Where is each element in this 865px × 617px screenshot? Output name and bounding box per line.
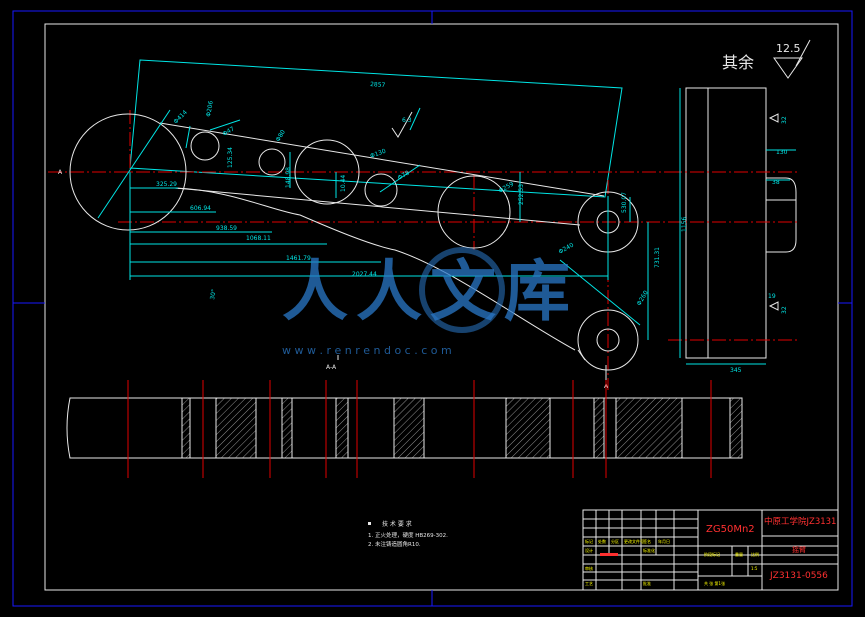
dim-d6: Φ259 bbox=[498, 180, 516, 194]
rest-surface-label: 其余 bbox=[722, 53, 754, 72]
dim-h1: 125.34 bbox=[227, 147, 234, 168]
watermark-logo-ring bbox=[419, 247, 505, 333]
tech-notes: 技 术 要 求 1. 正火处理，硬度 HB269-302. 2. 未注铸造圆角R… bbox=[368, 520, 448, 548]
tb-approve: 批准 bbox=[643, 580, 651, 586]
dim-roughness-top: 6.3 bbox=[402, 117, 412, 124]
dim-side-w4: 32 bbox=[781, 306, 788, 314]
tb-sheet: 共 张 第1张 bbox=[704, 580, 725, 586]
tb-stage: 阶段标记 bbox=[704, 551, 720, 557]
dim-d5: Φ78 bbox=[397, 169, 411, 181]
tb-mark: 标记 bbox=[585, 538, 593, 544]
tb-drawing-no: JZ3131-0556 bbox=[769, 571, 828, 581]
tb-material: ZG50Mn2 bbox=[706, 524, 755, 535]
dim-side-top: 32 bbox=[781, 116, 788, 124]
dim-h3: 252.53 bbox=[518, 184, 525, 205]
dim-d2: Φ47 bbox=[222, 125, 236, 137]
section-view: A-A bbox=[66, 364, 743, 478]
dim-d4: Φ130 bbox=[369, 148, 387, 160]
dim-side-height: 1156 bbox=[681, 217, 688, 232]
watermark: 人人文库 w w w . r e n r e n d o c . c o m bbox=[282, 247, 578, 357]
dim-v1: 10.44 bbox=[340, 175, 347, 192]
dim-x1: 325.29 bbox=[156, 181, 177, 188]
dim-x4: 1068.11 bbox=[246, 235, 271, 242]
tb-company: 中原工学院JZ3131 bbox=[764, 516, 836, 527]
dim-side-w1: 130 bbox=[776, 149, 788, 156]
frame-center-marks bbox=[13, 11, 852, 606]
watermark-text: 人人文库 bbox=[282, 253, 578, 330]
dim-angle: 30° bbox=[209, 289, 218, 301]
tb-sign: 签名 bbox=[643, 538, 651, 544]
section-label: A-A bbox=[326, 364, 337, 371]
dim-h4: 530.07 bbox=[621, 192, 628, 213]
tb-craft: 工艺 bbox=[585, 581, 593, 586]
tb-design: 设计 bbox=[585, 547, 593, 553]
dim-side-w3: 19 bbox=[768, 293, 776, 300]
tb-scale: 比例 bbox=[751, 551, 759, 557]
notes-line2: 2. 未注铸造圆角R10. bbox=[368, 540, 421, 548]
tb-standard: 标准化 bbox=[643, 547, 655, 553]
tb-count: 处数 bbox=[598, 538, 606, 544]
main-view: 2857 6.3 Φ414 Φ206 Φ47 Φ80 Φ130 Φ78 Φ259… bbox=[48, 59, 668, 390]
section-mark-left: A bbox=[58, 169, 63, 176]
tb-part-name: 摇臂 bbox=[792, 545, 806, 554]
dim-h5: 731.31 bbox=[654, 247, 661, 268]
title-block: ZG50Mn2 中原工学院JZ3131 摇臂 JZ3131-0556 标记 处数… bbox=[582, 509, 839, 591]
dim-d3: Φ80 bbox=[275, 129, 287, 143]
tb-review: 审核 bbox=[585, 565, 593, 571]
watermark-url: w w w . r e n r e n d o c . c o m bbox=[282, 344, 452, 357]
dim-side-bottom: 345 bbox=[730, 367, 742, 374]
rest-roughness: 其余 12.5 bbox=[722, 39, 811, 79]
tb-date: 年月日 bbox=[658, 538, 670, 544]
section-centerlines bbox=[127, 380, 712, 478]
side-view: 1156 32 130 38 19 32 345 bbox=[668, 87, 800, 374]
dim-side-w2: 38 bbox=[772, 179, 780, 186]
rest-roughness-value: 12.5 bbox=[776, 42, 801, 55]
tb-weight: 重量 bbox=[735, 551, 743, 557]
dim-x6: 2027.44 bbox=[352, 271, 377, 278]
tb-scale-val: 1:5 bbox=[751, 566, 758, 571]
dim-x3: 938.59 bbox=[216, 225, 237, 232]
dim-x2: 606.94 bbox=[190, 205, 211, 212]
dim-x5: 1461.79 bbox=[286, 255, 311, 262]
dim-d-left: Φ414 bbox=[172, 109, 189, 126]
dim-overall: 2857 bbox=[370, 81, 386, 89]
dim-d1: Φ206 bbox=[205, 100, 215, 117]
tb-change-doc: 更改文件号 bbox=[624, 538, 644, 544]
tb-zone: 分区 bbox=[611, 538, 619, 544]
notes-line1: 1. 正火处理，硬度 HB269-302. bbox=[368, 531, 448, 539]
dim-h2: 148.98 bbox=[285, 167, 292, 188]
sheet-frame-inner bbox=[44, 23, 839, 591]
notes-title: 技 术 要 求 bbox=[382, 520, 412, 528]
